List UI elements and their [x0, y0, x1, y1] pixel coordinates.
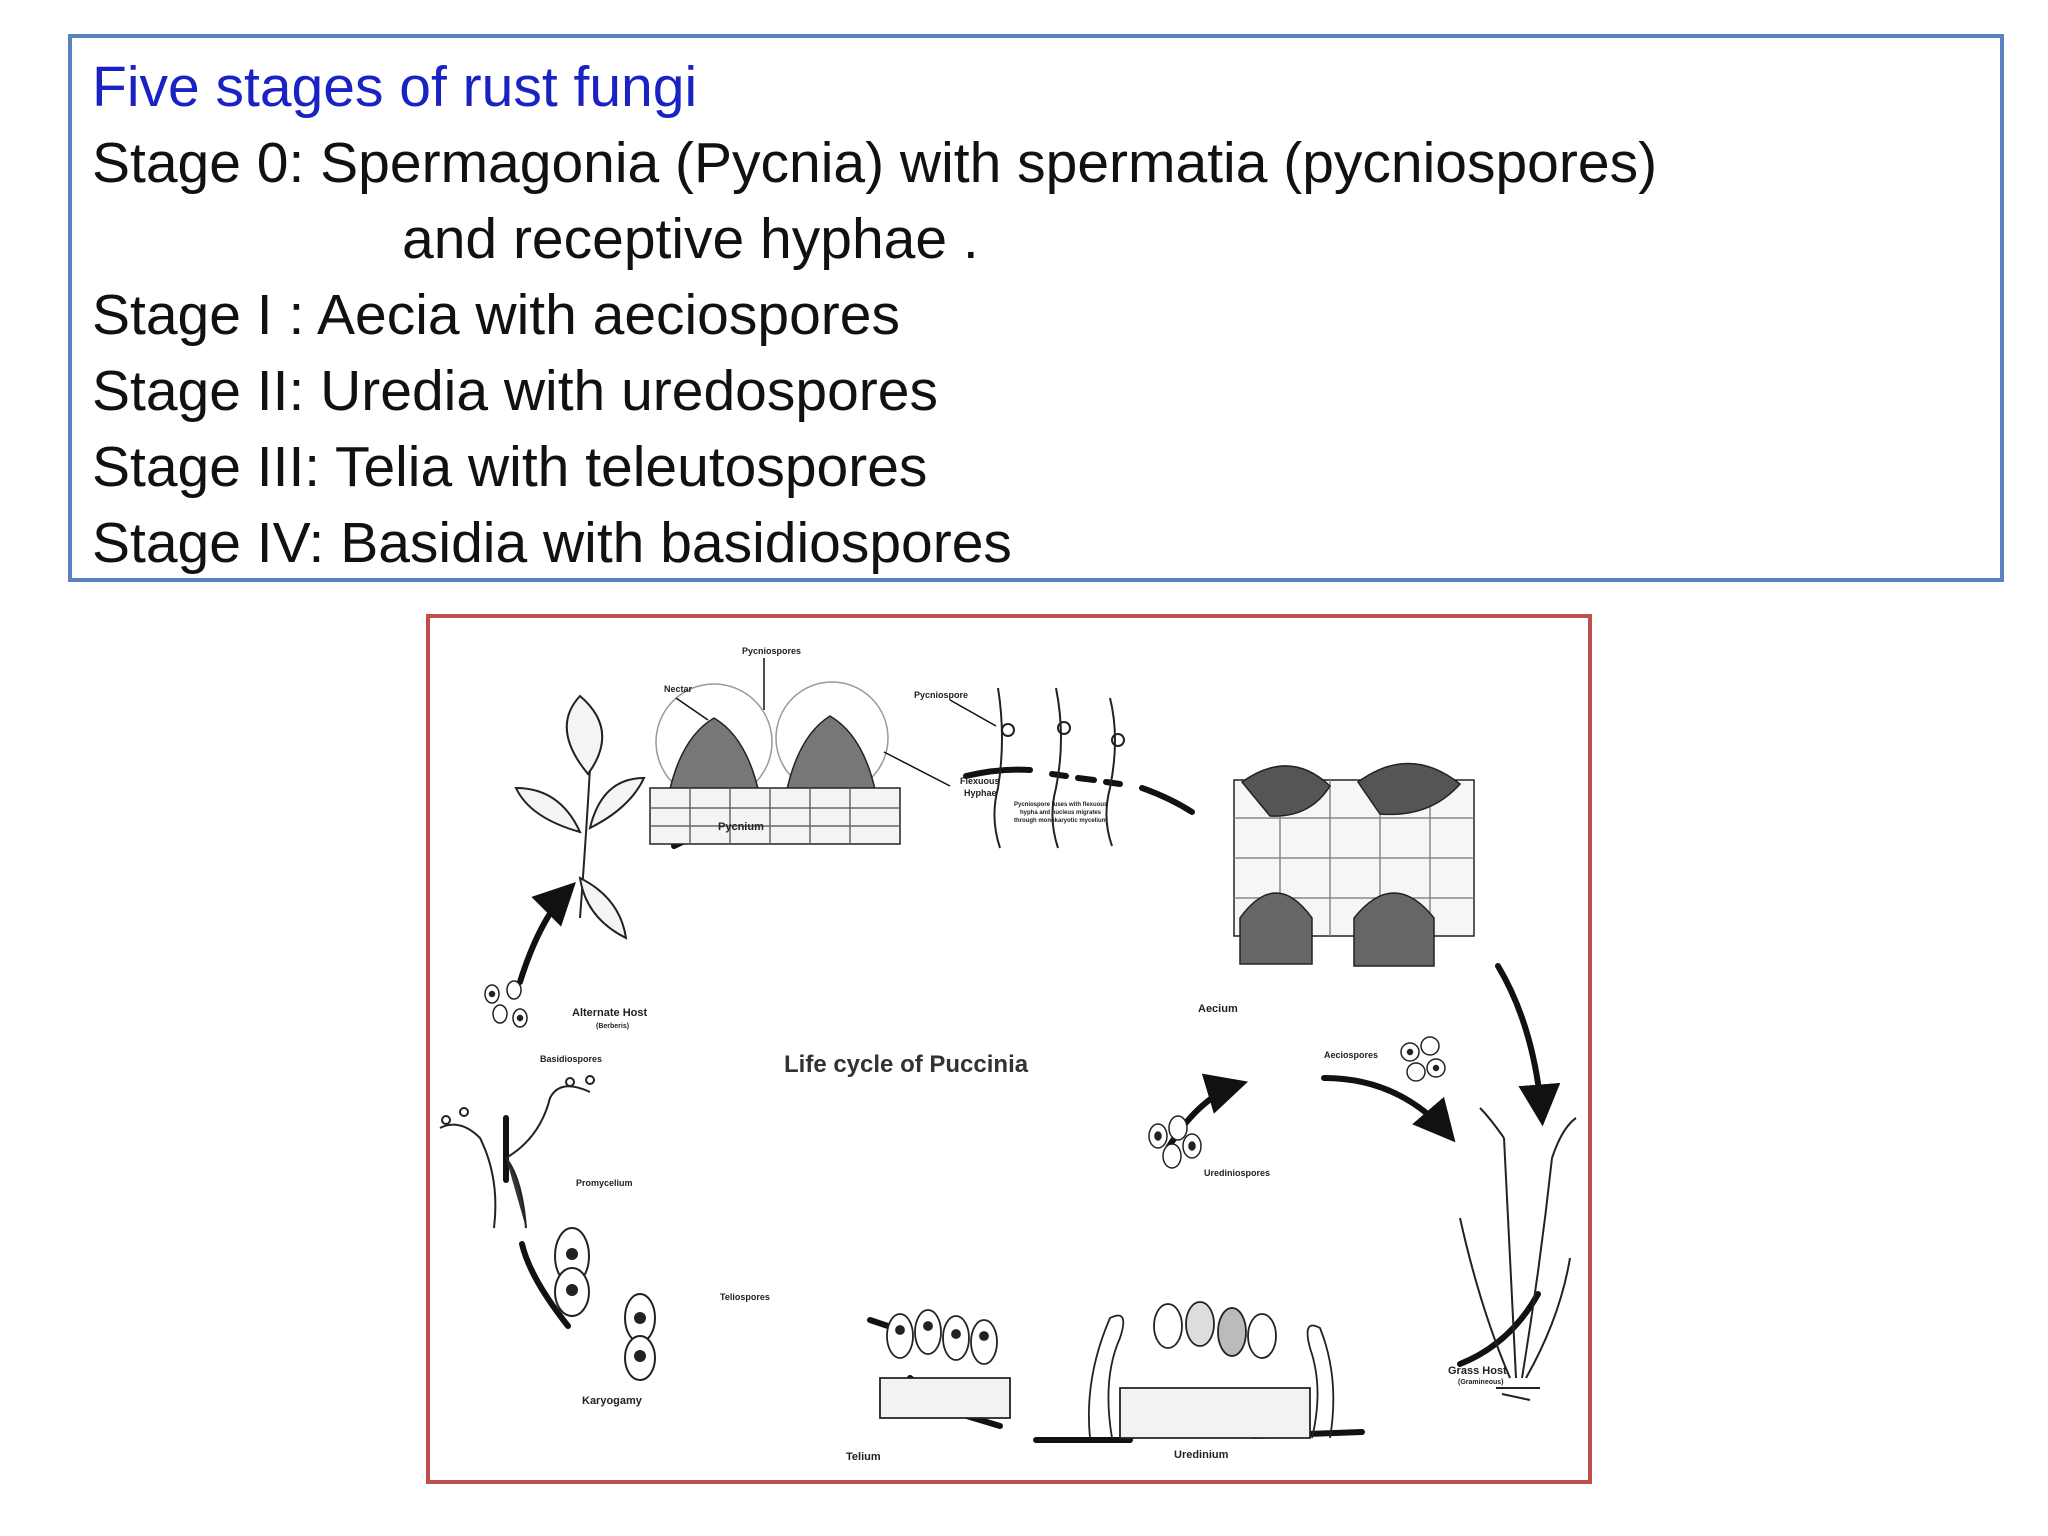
diagram-center-title: Life cycle of Puccinia: [784, 1051, 1029, 1078]
life-cycle-diagram: Pycniospores Nectar Pycniospore Flexuous…: [439, 646, 1577, 1463]
urediniospores-illustration: [1148, 1115, 1202, 1169]
basidiospores-illustration: [484, 980, 528, 1028]
label-karyogamy: Karyogamy: [582, 1395, 643, 1407]
arrow-promycelium-to-karyogamy: [519, 1241, 571, 1329]
label-teliospores: Teliospores: [720, 1292, 770, 1302]
label-aecium: Aecium: [1198, 1003, 1238, 1015]
promycelium-illustration: [439, 1075, 595, 1229]
label-flexuous: Flexuous: [960, 776, 1000, 786]
arrow-pycnium-to-spores: [963, 766, 1033, 779]
label-hyphae: Hyphae: [964, 788, 997, 798]
label-pycnium: Pycnium: [718, 821, 764, 833]
arrow-urediniospores-to-grass: [1321, 1075, 1456, 1143]
stage-1-line: Stage I : Aecia with aeciospores: [92, 283, 900, 347]
diagram-labels: Pycniospores Nectar Pycniospore Flexuous…: [540, 646, 1507, 1463]
label-promycelium: Promycelium: [576, 1178, 633, 1188]
puccinia-life-cycle-figure: Pycniospores Nectar Pycniospore Flexuous…: [426, 614, 1592, 1484]
label-aeciospores: Aeciospores: [1324, 1050, 1378, 1060]
flexuous-hyphae-illustration: [993, 687, 1125, 849]
label-telium: Telium: [846, 1451, 881, 1463]
stage-0-line: Stage 0: Spermagonia (Pycnia) with sperm…: [92, 131, 1658, 195]
pycnium-illustration: [649, 658, 997, 845]
label-fusion-note-3: through monokaryotic mycelium: [1014, 818, 1107, 824]
stage-2-line: Stage II: Uredia with uredospores: [92, 359, 938, 423]
label-uredinium: Uredinium: [1174, 1449, 1229, 1461]
grass-host-illustration: [1459, 1107, 1577, 1401]
label-grass-host-sub: (Gramineous): [1458, 1379, 1504, 1386]
label-pycniospore: Pycniospore: [914, 690, 968, 700]
arrow-aecium-to-grass: [1495, 963, 1561, 1127]
telium-illustration: [879, 1309, 1011, 1419]
label-urediniospores: Urediniospores: [1204, 1168, 1270, 1178]
stages-text-box: Five stages of rust fungi Stage 0: Sperm…: [68, 34, 2004, 582]
stage-0-continuation: and receptive hyphae .: [402, 207, 979, 271]
arrow-spores-to-aecium: [1139, 785, 1195, 815]
label-basidiospores: Basidiospores: [540, 1054, 602, 1064]
karyogamy-illustration: [554, 1227, 656, 1381]
label-pycniospores: Pycniospores: [742, 646, 801, 656]
label-nectar: Nectar: [664, 684, 693, 694]
arrow-basidiospores-to-host: [517, 882, 576, 985]
label-grass-host: Grass Host: [1448, 1365, 1507, 1377]
stages-title: Five stages of rust fungi: [92, 55, 698, 119]
arrow-grass-to-uredinium: [1457, 1291, 1541, 1367]
label-fusion-note-1: Pycniospore fuses with flexuous: [1014, 802, 1108, 808]
label-alternate-host-sub: (Berberis): [596, 1023, 629, 1030]
alternate-host-illustration: [514, 694, 646, 940]
aecium-illustration: [1233, 762, 1475, 967]
label-alternate-host: Alternate Host: [572, 1007, 648, 1019]
stage-3-line: Stage III: Telia with teleutospores: [92, 435, 928, 499]
aeciospores-illustration: [1400, 1036, 1446, 1082]
stage-4-line: Stage IV: Basidia with basidiospores: [92, 511, 1012, 575]
dashed-spore-path: [1049, 771, 1123, 787]
uredinium-illustration: [1087, 1301, 1335, 1439]
label-fusion-note-2: hypha and nucleus migrates: [1020, 810, 1102, 816]
